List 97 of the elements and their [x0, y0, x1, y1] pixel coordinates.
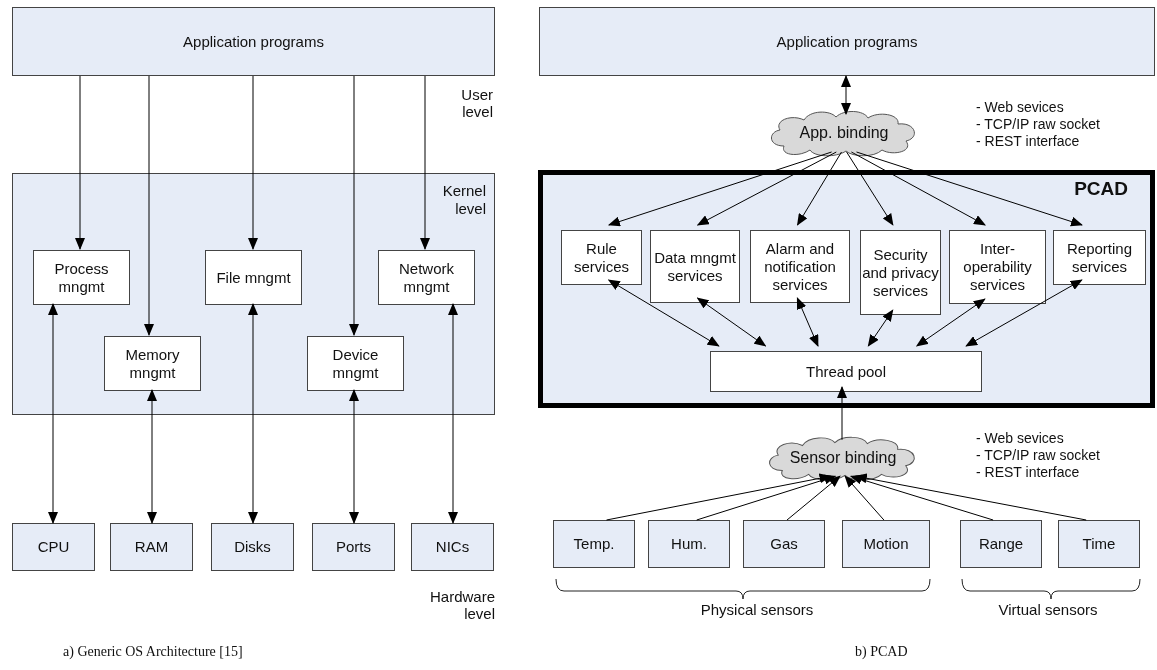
box-label: Hum.	[671, 535, 707, 553]
arrow	[797, 151, 842, 226]
arrow	[867, 309, 894, 347]
box-label: Ports	[336, 538, 371, 556]
box-label: Range	[978, 535, 1024, 553]
module-box	[650, 230, 740, 303]
box-label: Network mngmt	[398, 259, 455, 296]
box-label: Application programs	[183, 32, 324, 51]
arrow	[837, 386, 847, 441]
box-label: Device mngmt	[331, 345, 380, 382]
module-box	[1053, 230, 1146, 285]
module-box	[33, 250, 130, 305]
caption: a) Generic OS Architecture [15]	[63, 644, 244, 660]
note-text: Physical sensors	[699, 601, 815, 618]
box-label: Application programs	[776, 32, 918, 51]
module-box	[750, 230, 850, 303]
component-box	[110, 523, 193, 571]
layer-box	[539, 7, 1155, 76]
module-box	[710, 351, 982, 392]
arrow	[844, 475, 885, 521]
box-label: NICs	[435, 538, 470, 556]
module-box	[561, 230, 642, 285]
arrow	[696, 151, 837, 226]
arrow	[607, 279, 720, 347]
component-box	[743, 520, 825, 568]
module-box	[860, 230, 941, 315]
component-box	[553, 520, 635, 568]
arrow	[696, 474, 837, 521]
layer-label: Kernel level	[441, 182, 486, 218]
component-box	[648, 520, 730, 568]
arrow	[420, 75, 430, 250]
note-text: - TCP/IP raw socket	[976, 116, 1101, 133]
arrow	[349, 75, 359, 336]
box-label: Thread pool	[805, 362, 887, 381]
note-text: - REST interface	[976, 464, 1081, 481]
module-box	[205, 250, 302, 305]
component-box	[1058, 520, 1140, 568]
component-box	[411, 523, 494, 571]
box-label: Alarm and notification services	[763, 239, 837, 294]
layer-label: PCAD	[1074, 180, 1128, 198]
arrow	[965, 279, 1083, 347]
box-label: Gas	[770, 535, 798, 553]
box-label: Temp.	[573, 535, 615, 553]
arrow	[144, 75, 154, 336]
box-label: Reporting services	[1065, 239, 1133, 276]
box-label: RAM	[134, 538, 169, 556]
layer-box	[12, 7, 495, 76]
arrow	[75, 75, 85, 250]
module-box	[104, 336, 201, 391]
box-label: File mngmt	[216, 268, 291, 287]
box-label: Memory mngmt	[124, 345, 181, 382]
arrow	[916, 298, 986, 347]
platform-frame	[538, 170, 1155, 408]
note-text: Hardware level	[428, 588, 495, 622]
box-label: Time	[1082, 535, 1116, 553]
caption: b) PCAD	[855, 644, 909, 660]
arrow	[448, 303, 458, 524]
arrow	[48, 303, 58, 524]
box-label: App. binding	[799, 124, 889, 142]
box-label: Data mngmt services	[653, 248, 737, 285]
box-label: Disks	[234, 538, 271, 556]
arrow	[796, 297, 819, 347]
note-text: - REST interface	[976, 133, 1081, 150]
module-box	[307, 336, 404, 391]
layer-band	[12, 173, 495, 415]
note-text: User level	[460, 86, 493, 120]
arrow	[849, 474, 994, 521]
component-box	[312, 523, 395, 571]
note-text: Virtual sensors	[997, 601, 1099, 618]
box-label: Process mngmt	[53, 259, 110, 296]
arrow	[850, 151, 986, 226]
box-label: CPU	[37, 538, 70, 556]
arrow	[786, 475, 841, 521]
box-label: Sensor binding	[789, 449, 897, 467]
arrow	[248, 303, 258, 524]
box-label: Inter-operability services	[962, 240, 1033, 294]
module-box	[949, 230, 1046, 304]
arrow	[854, 473, 1087, 521]
box-label: Motion	[863, 535, 909, 553]
note-text: - Web sevices	[976, 430, 1065, 447]
arrow	[856, 151, 1083, 227]
module-box	[378, 250, 475, 305]
arrow	[846, 151, 894, 226]
component-box	[12, 523, 95, 571]
arrow	[248, 75, 258, 250]
component-box	[211, 523, 294, 571]
component-box	[842, 520, 930, 568]
arrow	[607, 151, 833, 227]
note-text: - Web sevices	[976, 99, 1065, 116]
box-label: Rule services	[573, 239, 630, 276]
arrow	[696, 297, 767, 347]
arrow	[147, 389, 157, 524]
arrow	[841, 75, 851, 115]
note-text: - TCP/IP raw socket	[976, 447, 1101, 464]
component-box	[960, 520, 1042, 568]
box-label: Security and privacy services	[861, 245, 940, 300]
arrow	[349, 389, 359, 524]
